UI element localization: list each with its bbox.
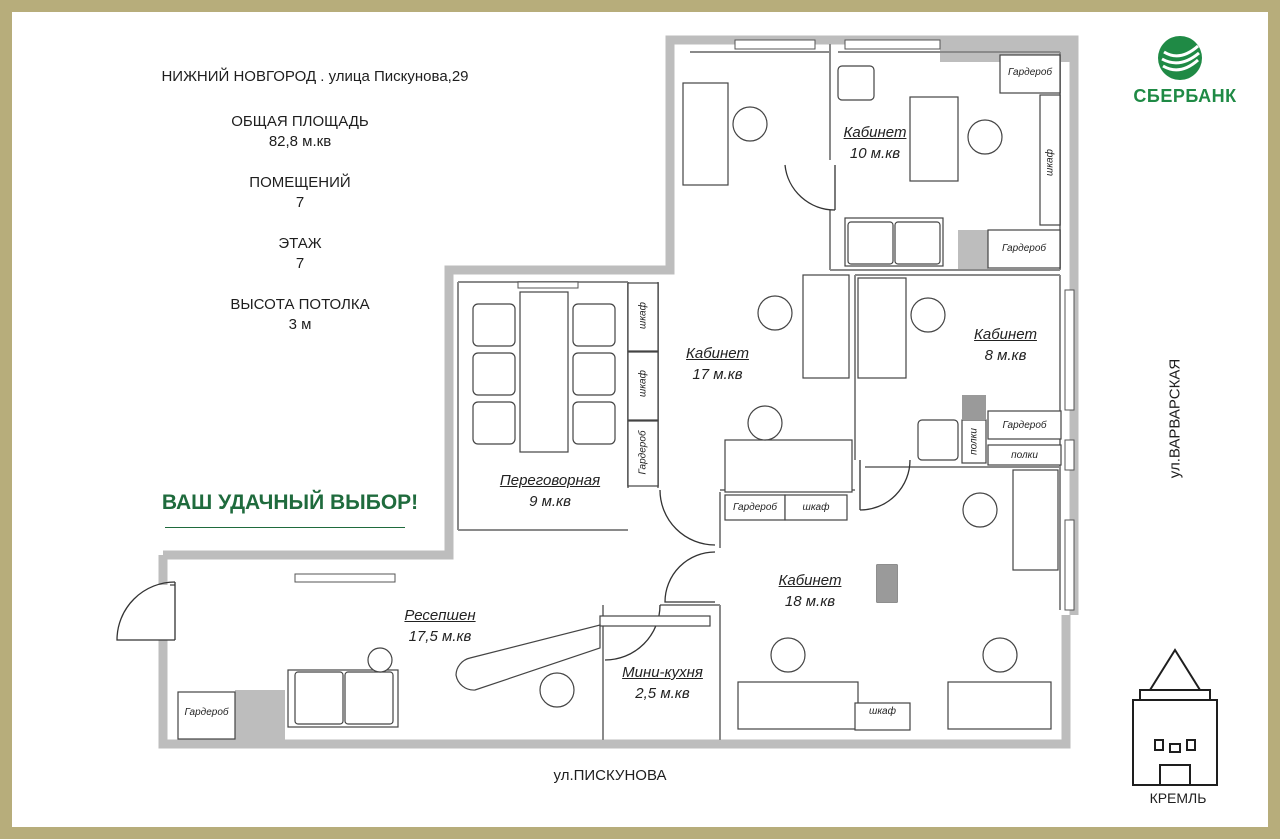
room-meeting: Переговорная 9 м.кв — [485, 470, 615, 512]
room-name: Ресепшен — [404, 607, 476, 624]
room-area: 17,5 м.кв — [408, 628, 472, 645]
rooms-info: ПОМЕЩЕНИЙ 7 — [200, 173, 400, 213]
room-area: 2,5 м.кв — [635, 685, 690, 702]
room-area: 10 м.кв — [849, 145, 901, 162]
ceiling-label: ВЫСОТА ПОТОЛКА — [230, 296, 370, 313]
slogan-underline — [165, 527, 405, 528]
cabinet-label: шкаф — [637, 302, 649, 329]
room-kitchen: Мини-кухня 2,5 м.кв — [610, 662, 715, 704]
shelves-label: полки — [1011, 450, 1038, 461]
slogan: ВАШ УДАЧНЫЙ ВЫБОР! — [161, 491, 419, 514]
room-name: Кабинет — [778, 572, 842, 589]
room-cabinet-8: Кабинет 8 м.кв — [963, 324, 1048, 366]
ceiling-value: 3 м — [288, 316, 312, 333]
address: НИЖНИЙ НОВГОРОД . улица Пискунова,29 — [161, 68, 469, 85]
ceiling-info: ВЫСОТА ПОТОЛКА 3 м — [200, 295, 400, 335]
wardrobe-label: Гардероб — [1002, 420, 1047, 431]
room-name: Мини-кухня — [622, 664, 703, 681]
room-reception: Ресепшен 17,5 м.кв — [390, 605, 490, 647]
room-area: 9 м.кв — [529, 493, 571, 510]
cabinet-label: шкаф — [802, 502, 830, 513]
cabinet-label: шкаф — [637, 370, 649, 397]
room-name: Переговорная — [499, 472, 601, 489]
room-name: Кабинет — [686, 345, 749, 362]
floor-label: ЭТАЖ — [278, 235, 322, 252]
floor-value: 7 — [295, 255, 305, 272]
shelves-label: полки — [968, 428, 980, 455]
cabinet-label: шкаф — [869, 706, 896, 717]
kremlin-label: КРЕМЛЬ — [1149, 790, 1207, 806]
street-bottom: ул.ПИСКУНОВА — [553, 767, 667, 784]
area-info: ОБЩАЯ ПЛОЩАДЬ 82,8 м.кв — [200, 112, 400, 152]
sberbank-logo-text: СБЕРБАНК — [1133, 86, 1237, 106]
room-cabinet-10: Кабинет 10 м.кв — [830, 122, 920, 164]
wardrobe-label: Гардероб — [1007, 67, 1053, 78]
street-right: ул.ВАРВАРСКАЯ — [1166, 358, 1184, 479]
area-value: 82,8 м.кв — [268, 133, 332, 150]
wardrobe-label: Гардероб — [637, 430, 649, 475]
room-cabinet-18: Кабинет 18 м.кв — [765, 570, 855, 612]
room-area: 8 м.кв — [984, 347, 1027, 364]
rooms-label: ПОМЕЩЕНИЙ — [249, 174, 351, 191]
wardrobe-label: Гардероб — [184, 707, 229, 718]
area-label: ОБЩАЯ ПЛОЩАДЬ — [231, 113, 369, 130]
wardrobe-label: Гардероб — [732, 502, 778, 513]
room-area: 17 м.кв — [692, 366, 743, 383]
room-name: Кабинет — [974, 326, 1037, 343]
room-cabinet-17: Кабинет 17 м.кв — [675, 343, 760, 385]
floor-info: ЭТАЖ 7 — [200, 234, 400, 274]
outer-wall-bottom — [158, 615, 1071, 749]
room-area: 18 м.кв — [784, 593, 836, 610]
rooms-value: 7 — [295, 194, 305, 211]
wardrobe-label: Гардероб — [1001, 243, 1047, 254]
room-name: Кабинет — [843, 124, 907, 141]
cabinet-label: шкаф — [1044, 149, 1056, 176]
